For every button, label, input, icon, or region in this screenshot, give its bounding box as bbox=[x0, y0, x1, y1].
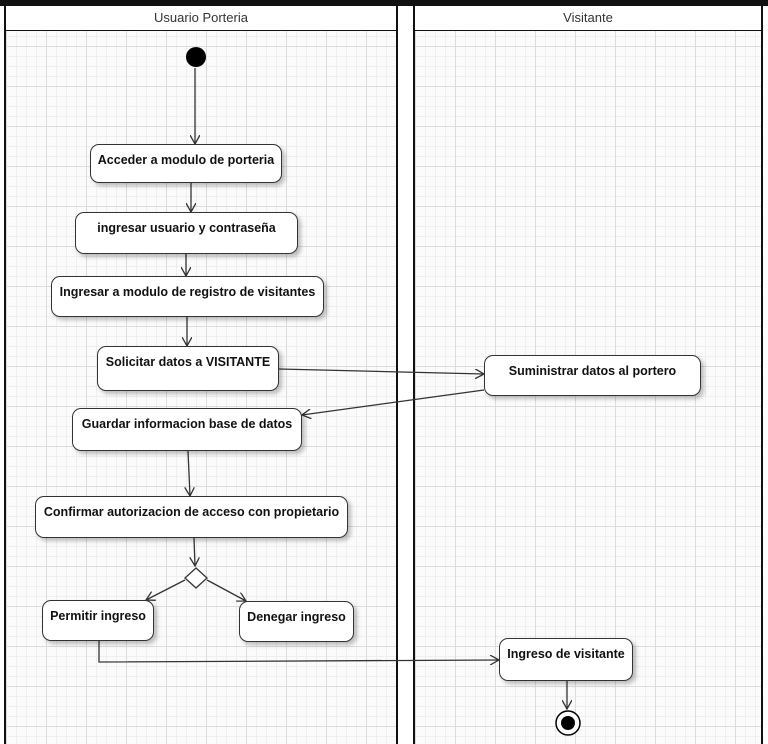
action-acceder-modulo-porteria[interactable]: Acceder a modulo de porteria bbox=[90, 144, 282, 183]
action-ingresar-modulo-registro[interactable]: Ingresar a modulo de registro de visitan… bbox=[51, 276, 324, 317]
decision-diamond bbox=[184, 567, 208, 589]
flow-confirmar-to-decision bbox=[194, 537, 195, 566]
action-permitir-ingreso[interactable]: Permitir ingreso bbox=[42, 600, 154, 641]
action-guardar-informacion[interactable]: Guardar informacion base de datos bbox=[72, 408, 302, 451]
flow-suministrar-to-guardar bbox=[302, 389, 485, 415]
diagram-top-border bbox=[0, 0, 768, 6]
swimlane-header-visitante: Visitante bbox=[415, 6, 761, 31]
swimlane-header-usuario-porteria: Usuario Porteria bbox=[6, 6, 396, 31]
action-confirmar-autorizacion[interactable]: Confirmar autorizacion de acceso con pro… bbox=[35, 496, 348, 538]
action-denegar-ingreso[interactable]: Denegar ingreso bbox=[239, 601, 354, 642]
action-solicitar-datos[interactable]: Solicitar datos a VISITANTE bbox=[97, 346, 279, 391]
action-ingresar-usuario[interactable]: ingresar usuario y contraseña bbox=[75, 212, 298, 254]
flow-solicitar-to-suministrar bbox=[278, 368, 484, 374]
flow-decision-to-denegar bbox=[206, 579, 246, 601]
flow-decision-to-permitir bbox=[146, 579, 186, 600]
action-suministrar-datos[interactable]: Suministrar datos al portero bbox=[484, 355, 701, 396]
action-ingreso-visitante[interactable]: Ingreso de visitante bbox=[499, 638, 633, 681]
final-node-core bbox=[561, 716, 575, 730]
flow-guardar-to-confirmar bbox=[188, 450, 190, 496]
flow-permitir-to-ingreso bbox=[98, 641, 499, 662]
initial-node bbox=[186, 47, 206, 67]
